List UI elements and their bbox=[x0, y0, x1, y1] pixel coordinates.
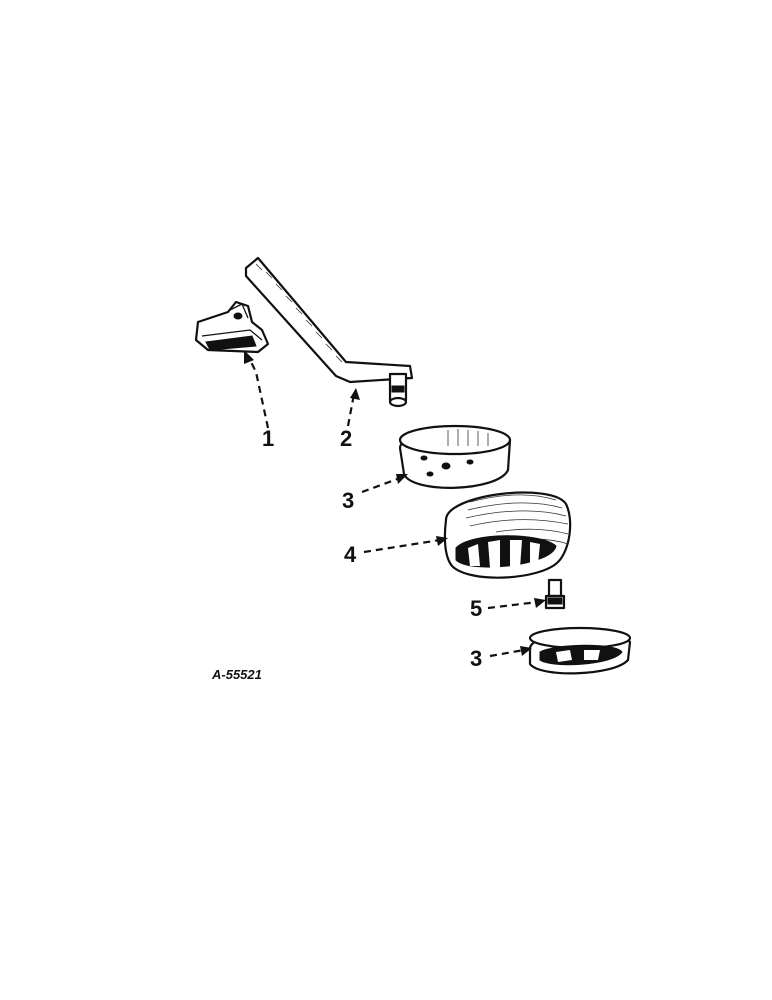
callout-leader-4 bbox=[363, 536, 448, 554]
callout-label-4: 4 bbox=[344, 542, 357, 567]
callout-leader-3-upper bbox=[361, 474, 408, 494]
callout-label-1: 1 bbox=[262, 426, 274, 451]
wheel-half-lower-part bbox=[528, 626, 632, 675]
callout-leader-3-lower bbox=[489, 646, 532, 658]
axle-arm-part bbox=[244, 256, 414, 408]
bracket-clamp-part bbox=[194, 300, 270, 354]
callout-leader-1 bbox=[244, 350, 270, 429]
wheel-half-upper-part bbox=[398, 424, 512, 489]
valve-fitting-part bbox=[544, 578, 566, 610]
callout-leader-5 bbox=[487, 598, 546, 610]
callout-label-2: 2 bbox=[340, 426, 352, 451]
callout-label-3-upper: 3 bbox=[342, 488, 354, 513]
callout-label-5: 5 bbox=[470, 596, 482, 621]
callout-leader-2 bbox=[346, 388, 360, 427]
tire-part bbox=[443, 491, 572, 579]
figure-id: A-55521 bbox=[211, 667, 262, 682]
callout-label-3-lower: 3 bbox=[470, 646, 482, 671]
